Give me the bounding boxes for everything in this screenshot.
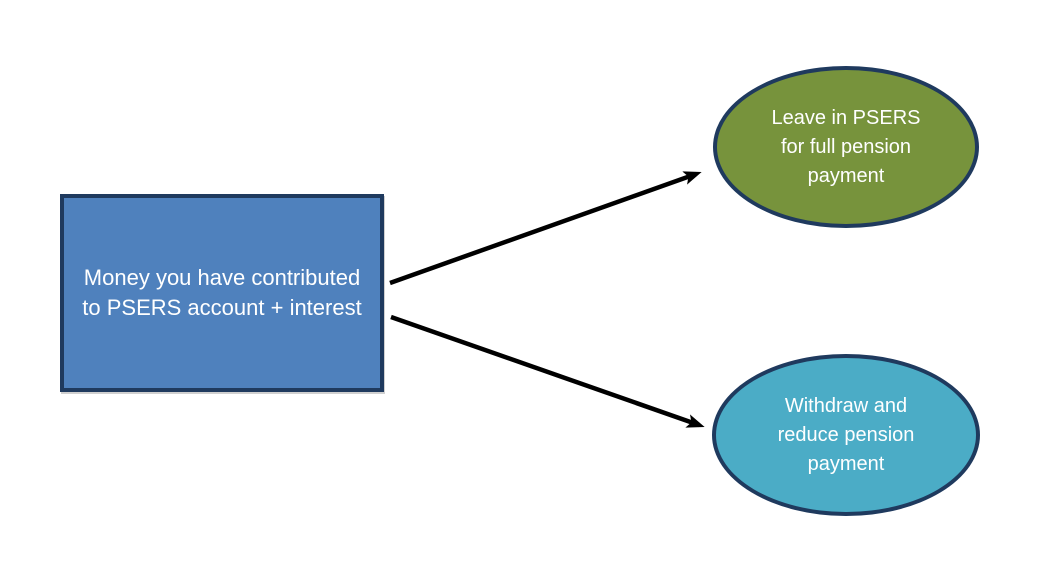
node-option-leave-text-line-3: payment	[807, 164, 885, 187]
arrow-to-withdraw-option	[390, 314, 705, 428]
node-option-leave-text-line-2: for full pension	[780, 135, 912, 158]
arrow-to-leave-option	[389, 171, 702, 286]
node-source-text-line-1: Money you have contributed	[83, 265, 361, 290]
node-option-withdraw: Withdraw and reduce pension payment	[712, 354, 980, 516]
node-source-text-line-2: to PSERS account + interest	[82, 295, 362, 320]
node-option-withdraw-text-line-1: Withdraw and	[784, 394, 908, 417]
node-option-leave-text-line-1: Leave in PSERS	[771, 106, 921, 129]
node-option-withdraw-text-line-3: payment	[807, 452, 885, 475]
node-option-leave-in-psers: Leave in PSERS for full pension payment	[713, 66, 979, 228]
node-source-contributions: Money you have contributed to PSERS acco…	[60, 194, 384, 392]
node-option-withdraw-text-line-2: reduce pension	[777, 423, 915, 446]
